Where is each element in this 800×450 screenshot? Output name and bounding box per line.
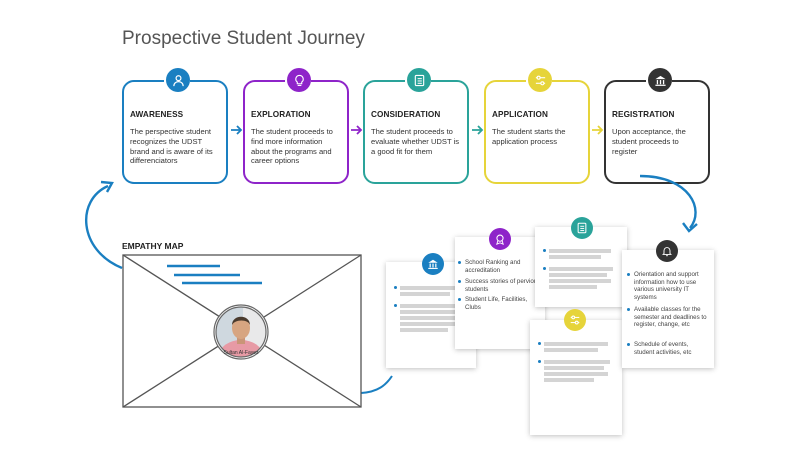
checklist-icon bbox=[571, 217, 593, 239]
arrow-right-icon bbox=[231, 125, 243, 135]
card-item: Schedule of events, student activities, … bbox=[634, 341, 692, 356]
lightbulb-icon bbox=[287, 68, 311, 92]
card-item: Available classes for the semester and d… bbox=[634, 306, 707, 329]
arrow-right-icon bbox=[351, 125, 363, 135]
medal-icon bbox=[489, 228, 511, 250]
page-title: Prospective Student Journey bbox=[122, 28, 365, 49]
card-application bbox=[530, 309, 622, 435]
card-registration: Orientation and support information how … bbox=[622, 240, 714, 368]
sliders-icon bbox=[528, 68, 552, 92]
stage-description: The student starts the application proce… bbox=[492, 127, 566, 146]
stage-description: The student proceeds to find more inform… bbox=[251, 127, 333, 166]
stage-registration[interactable]: REGISTRATION Upon acceptance, the studen… bbox=[604, 68, 710, 184]
bell-icon bbox=[656, 240, 678, 262]
empathy-map-label: EMPATHY MAP bbox=[122, 241, 184, 251]
stage-exploration[interactable]: EXPLORATION The student proceeds to find… bbox=[243, 68, 349, 184]
stage-awareness[interactable]: AWARENESS The perspective student recogn… bbox=[122, 68, 228, 184]
card-item: School Ranking and accreditation bbox=[465, 259, 521, 274]
card-consideration bbox=[535, 217, 627, 307]
stage-title: EXPLORATION bbox=[251, 110, 311, 119]
stage-title: CONSIDERATION bbox=[371, 110, 441, 119]
stage-title: AWARENESS bbox=[130, 110, 184, 119]
stage-application[interactable]: APPLICATION The student starts the appli… bbox=[484, 68, 590, 184]
user-icon bbox=[166, 68, 190, 92]
stage-title: APPLICATION bbox=[492, 110, 548, 119]
arrow-right-icon bbox=[472, 125, 484, 135]
building-icon bbox=[648, 68, 672, 92]
checklist-icon bbox=[407, 68, 431, 92]
card-item: Orientation and support information how … bbox=[634, 271, 699, 301]
stage-consideration[interactable]: CONSIDERATION The student proceeds to ev… bbox=[363, 68, 469, 184]
arrow-right-icon bbox=[592, 125, 604, 135]
building-icon bbox=[422, 253, 444, 275]
sliders-icon bbox=[564, 309, 586, 331]
avatar-name: Sultan Al-Fayez bbox=[223, 350, 259, 356]
card-item: Student Life, Facilities, Clubs bbox=[465, 296, 528, 311]
stage-description: Upon acceptance, the student proceeds to… bbox=[612, 127, 686, 156]
card-item: Success stories of pervious students bbox=[465, 278, 541, 293]
stage-title: REGISTRATION bbox=[612, 110, 675, 119]
avatar bbox=[213, 304, 269, 360]
stage-description: The perspective student recognizes the U… bbox=[130, 127, 213, 166]
stage-description: The student proceeds to evaluate whether… bbox=[371, 127, 460, 156]
